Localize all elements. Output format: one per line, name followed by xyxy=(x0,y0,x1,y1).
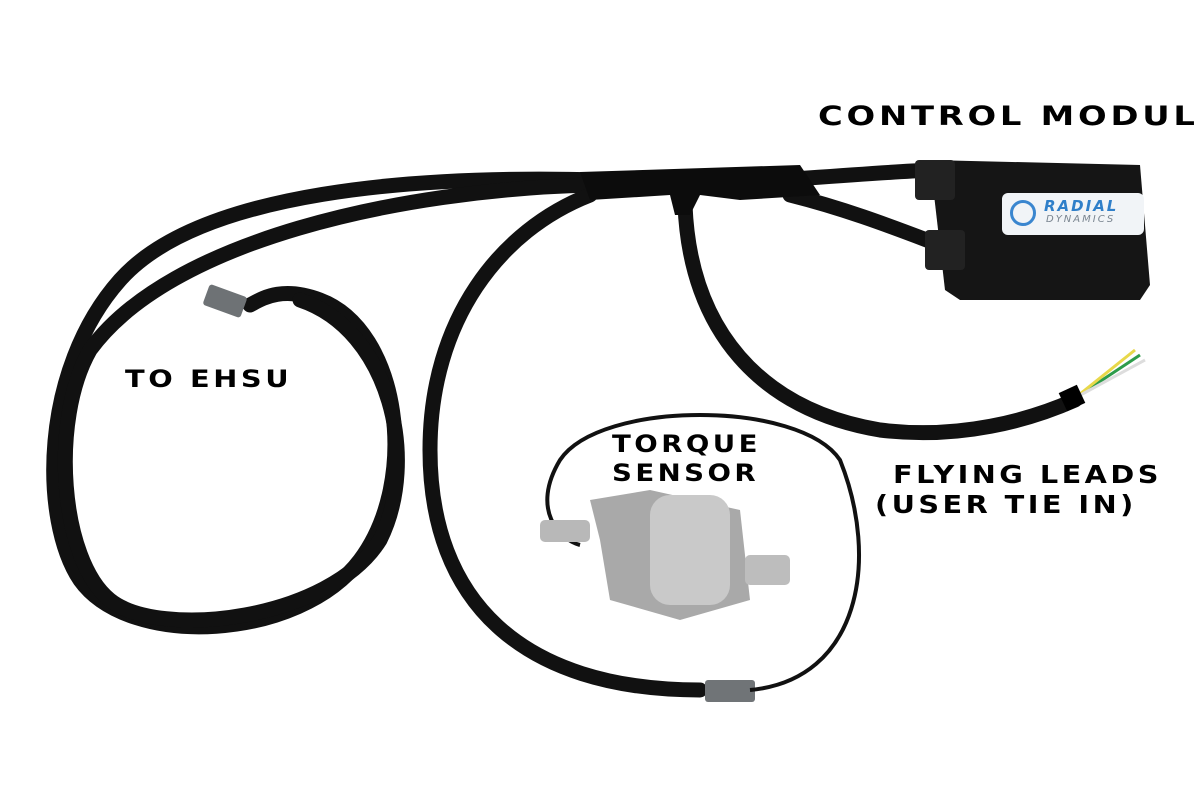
label-flying-leads-line1: FLYING LEADS xyxy=(893,460,1162,489)
logo-line1: RADIAL xyxy=(1044,197,1119,215)
logo-line2: DYNAMICS xyxy=(1046,214,1116,225)
flying-leads-wires xyxy=(1074,348,1146,400)
ehsu-connector xyxy=(203,284,247,318)
torque-sensor-connector xyxy=(705,680,755,702)
label-torque-sensor-line1: TORQUE xyxy=(612,430,761,458)
label-control-module: CONTROL MODULE xyxy=(818,101,1200,132)
flying-leads-cable xyxy=(677,197,1083,441)
module-branch-lower xyxy=(782,187,948,253)
sensor-pigtail xyxy=(545,413,861,692)
torque-sensor-cable xyxy=(422,187,708,698)
label-torque-sensor-line2: SENSOR xyxy=(612,459,760,487)
label-flying-leads-line2: (USER TIE IN) xyxy=(875,490,1137,519)
label-to-ehsu: TO EHSU xyxy=(125,365,293,393)
cable-junction xyxy=(580,165,820,215)
flying-leads-sleeve-end xyxy=(1058,384,1086,412)
ehsu-cable-inner xyxy=(57,177,598,628)
torque-sensor xyxy=(540,490,790,620)
radial-dynamics-logo: RADIAL DYNAMICS xyxy=(1002,193,1144,235)
logo-mark-icon xyxy=(1010,200,1036,226)
